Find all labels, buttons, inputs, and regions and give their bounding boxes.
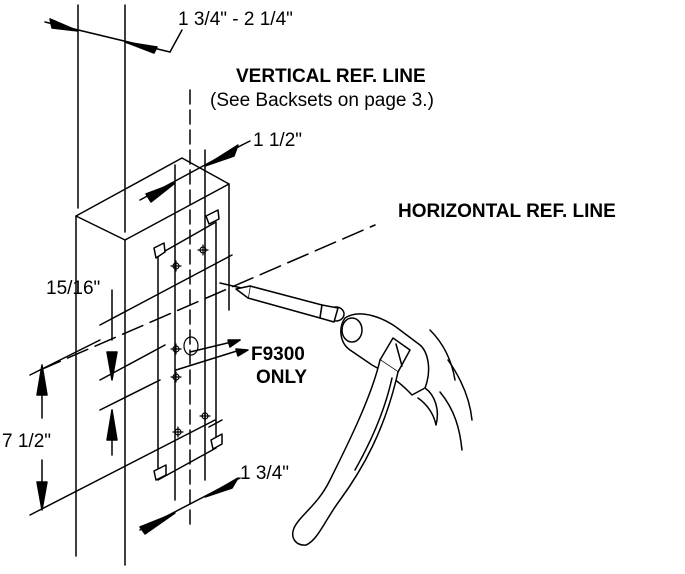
vertical-ref-note: (See Backsets on page 3.) (210, 90, 434, 111)
dimension-lines (30, 19, 250, 534)
door-edge (76, 5, 229, 565)
vertical-ref-title: VERTICAL REF. LINE (236, 66, 426, 87)
hole-offset-label: 15/16" (46, 278, 101, 299)
bottom-width-label: 1 3/4" (240, 463, 290, 484)
nail-icon (220, 283, 344, 322)
horizontal-ref-title: HORIZONTAL REF. LINE (398, 201, 616, 222)
hammer-icon (293, 314, 472, 545)
top-width-label: 1 1/2" (253, 130, 303, 151)
horizontal-ref-line (40, 225, 375, 370)
model-callout-line2: ONLY (256, 367, 308, 388)
door-thickness-label: 1 3/4" - 2 1/4" (178, 9, 293, 30)
hole-spacing-label: 7 1/2" (2, 431, 52, 452)
model-callout-line1: F9300 (251, 344, 305, 365)
template-strip (154, 150, 222, 500)
